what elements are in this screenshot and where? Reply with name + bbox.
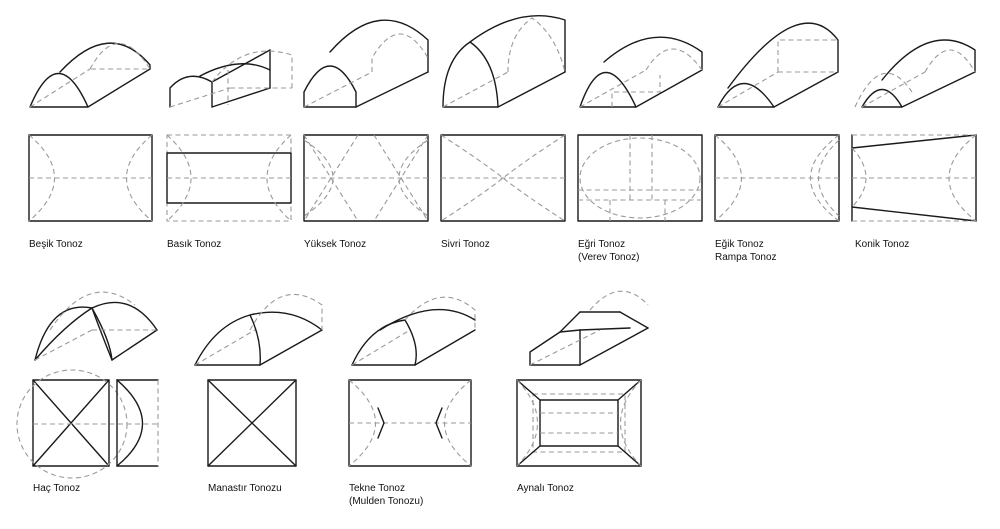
hac-tonoz-iso xyxy=(34,291,158,361)
yuksek-tonoz-plan xyxy=(303,134,429,222)
tekne-tonoz-label: Tekne Tonoz(Mulden Tonozu) xyxy=(349,483,424,507)
aynali-tonoz-plan xyxy=(516,379,642,467)
egri-tonoz-label: Eğri Tonoz(Verev Tonoz) xyxy=(578,239,640,263)
yuksek-tonoz-iso xyxy=(303,19,429,108)
aynali-tonoz-label: Aynalı Tonoz xyxy=(517,483,574,494)
basik-tonoz-label: Basık Tonoz xyxy=(167,239,222,250)
sivri-tonoz-label: Sivri Tonoz xyxy=(441,239,490,250)
besik-tonoz-label: Beşik Tonoz xyxy=(29,239,83,250)
egri-tonoz-plan xyxy=(577,134,703,222)
egik-tonoz-iso xyxy=(717,22,839,108)
basik-tonoz-plan xyxy=(166,134,292,222)
konik-tonoz-iso xyxy=(854,39,976,108)
manastir-tonozu-label: Manastır Tonozu xyxy=(208,483,282,494)
hac-tonoz-plan xyxy=(16,369,159,479)
besik-tonoz-iso xyxy=(29,42,151,108)
sivri-tonoz-iso xyxy=(442,14,566,108)
hac-tonoz-label: Haç Tonoz xyxy=(33,483,81,494)
konik-tonoz-label: Konik Tonoz xyxy=(855,239,910,250)
basik-tonoz-iso xyxy=(169,49,293,108)
besik-tonoz-plan xyxy=(28,134,153,222)
tekne-tonoz-plan xyxy=(348,379,472,467)
yuksek-tonoz-label: Yüksek Tonoz xyxy=(304,239,367,250)
egik-tonoz-plan xyxy=(714,134,840,222)
egri-tonoz-iso xyxy=(579,36,703,108)
tekne-tonoz-iso xyxy=(351,296,476,366)
konik-tonoz-plan xyxy=(851,134,977,222)
aynali-tonoz-iso xyxy=(529,290,649,366)
manastir-tonozu-iso xyxy=(194,293,323,366)
manastir-tonozu-plan xyxy=(207,379,297,467)
sivri-tonoz-plan xyxy=(440,134,566,222)
